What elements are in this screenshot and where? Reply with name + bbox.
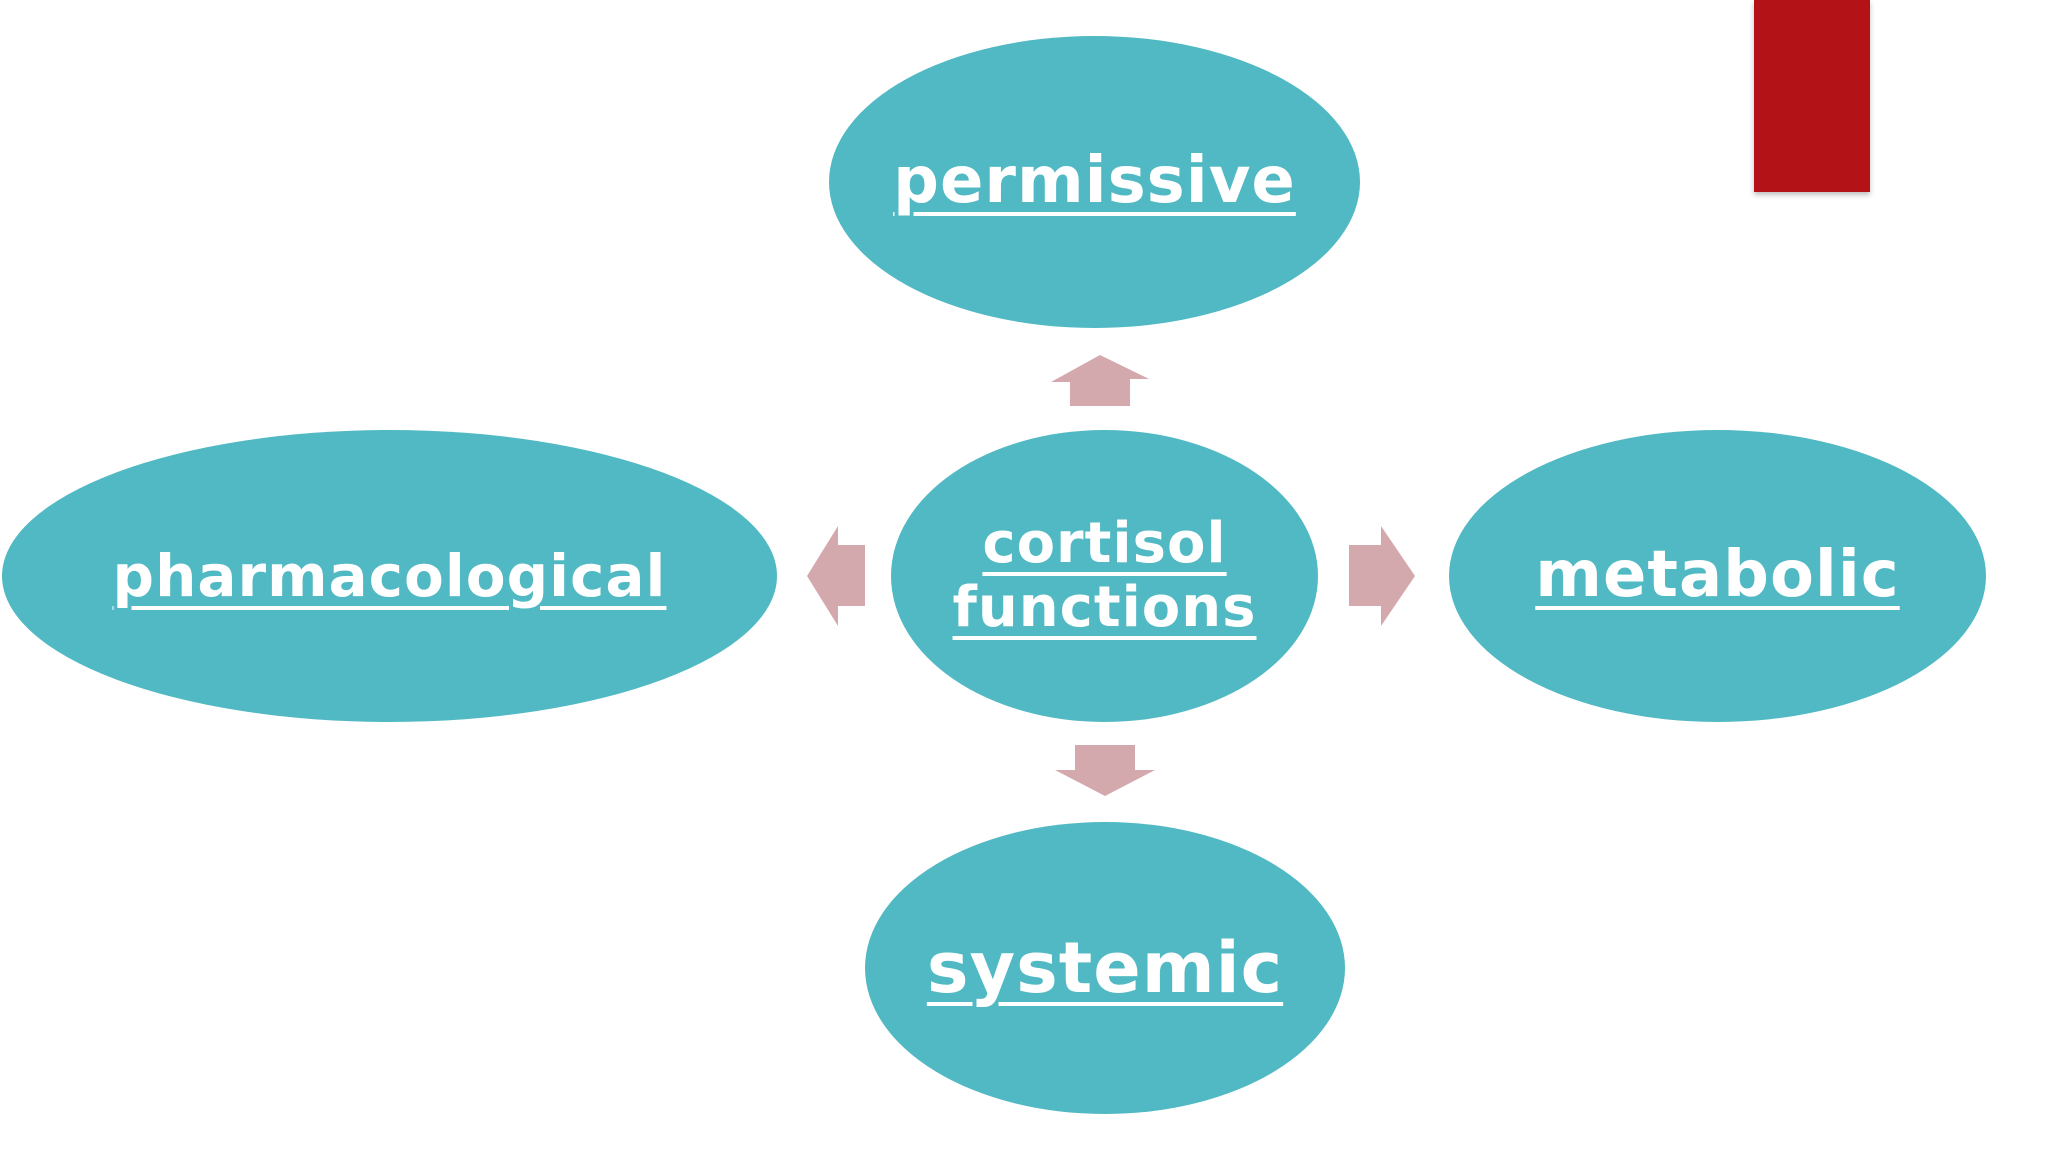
center-label-line1: cortisol	[982, 510, 1227, 576]
node-permissive-label: permissive	[893, 144, 1296, 219]
node-cortisol-functions: cortisol functions	[891, 430, 1318, 722]
node-systemic: systemic	[865, 822, 1345, 1114]
node-systemic-label: systemic	[926, 926, 1284, 1009]
arrow-left	[807, 526, 865, 626]
node-pharmacological: pharmacological	[2, 430, 777, 722]
arrow-up	[1051, 355, 1149, 406]
arrow-down	[1055, 745, 1155, 796]
node-permissive: permissive	[829, 36, 1360, 328]
node-metabolic-label: metabolic	[1535, 538, 1900, 613]
arrow-right	[1349, 526, 1415, 626]
node-metabolic: metabolic	[1449, 430, 1986, 722]
center-label-line2: functions	[952, 575, 1257, 640]
accent-bar	[1754, 0, 1870, 192]
node-pharmacological-label: pharmacological	[112, 541, 667, 610]
